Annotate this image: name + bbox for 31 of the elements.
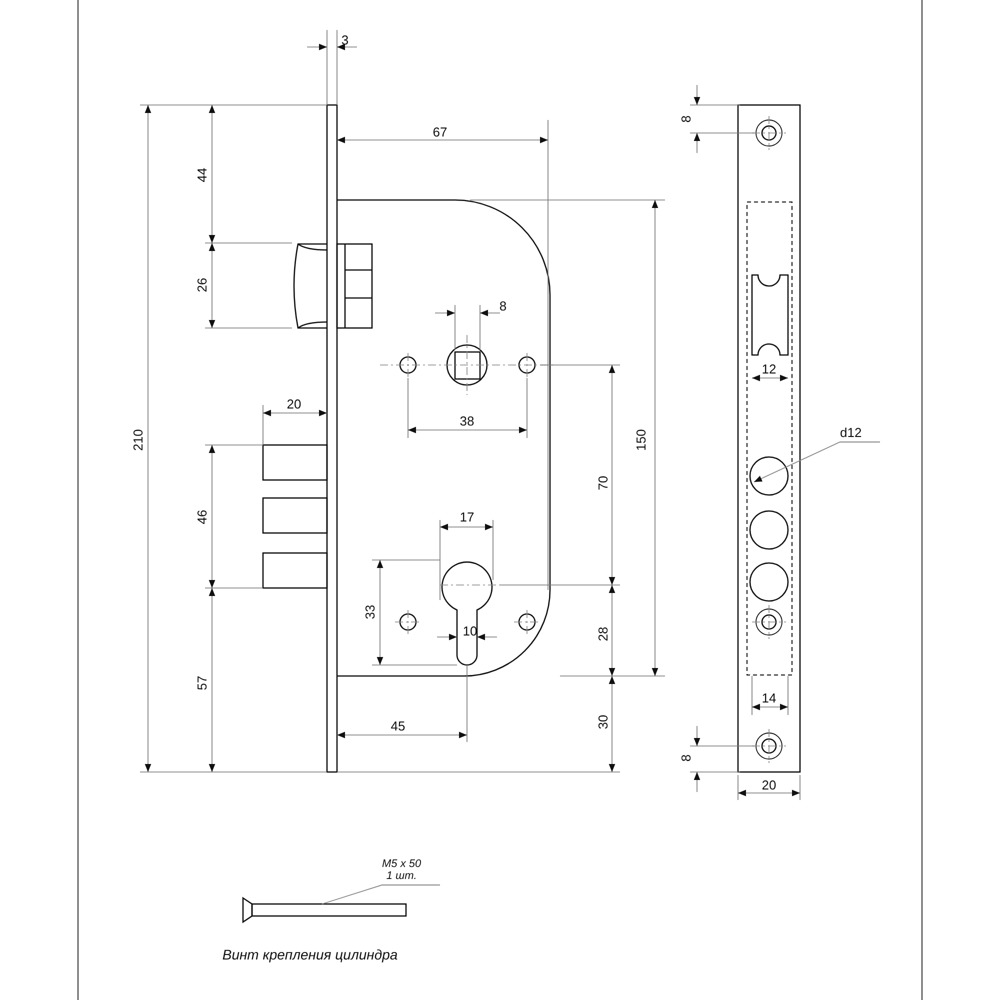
dimension-value: 70 xyxy=(596,476,610,490)
dimension-value: 150 xyxy=(634,429,648,451)
screw-drawing xyxy=(242,896,407,924)
bolt-hole xyxy=(749,456,789,496)
dimension-value: 8 xyxy=(499,298,507,314)
dimension-value: 17 xyxy=(460,510,474,524)
callout-label: 1 шт. xyxy=(385,870,418,882)
leader-line xyxy=(754,442,880,482)
leader-line xyxy=(322,884,440,904)
dimension-value: 46 xyxy=(194,510,210,524)
dimension-value: 33 xyxy=(362,604,378,620)
dimension-value: 45 xyxy=(390,718,406,734)
dimension-value: 3 xyxy=(341,32,349,48)
dimension-value: 8 xyxy=(678,115,694,123)
dimension-value: 28 xyxy=(596,626,610,642)
dimension-value: 38 xyxy=(460,414,474,428)
dimension-value: 210 xyxy=(130,429,146,451)
dimension-value: 30 xyxy=(596,714,610,730)
dimension-value: 8 xyxy=(678,754,694,762)
dimension-value: 67 xyxy=(432,124,448,140)
dimension-value: 20 xyxy=(762,778,776,792)
dimension-value: 10 xyxy=(462,624,478,638)
callout-label: d12 xyxy=(840,425,862,440)
dimension-value: 20 xyxy=(286,396,302,412)
dimension-value: 44 xyxy=(194,168,210,182)
callout-label: M5 x 50 xyxy=(382,858,422,870)
dimension-value: 12 xyxy=(762,362,776,376)
dimension-value: 26 xyxy=(194,278,210,292)
dimension-value: 14 xyxy=(762,690,776,706)
caption: Винт крепления цилиндра xyxy=(222,948,398,962)
dimension-value: 57 xyxy=(194,676,210,690)
